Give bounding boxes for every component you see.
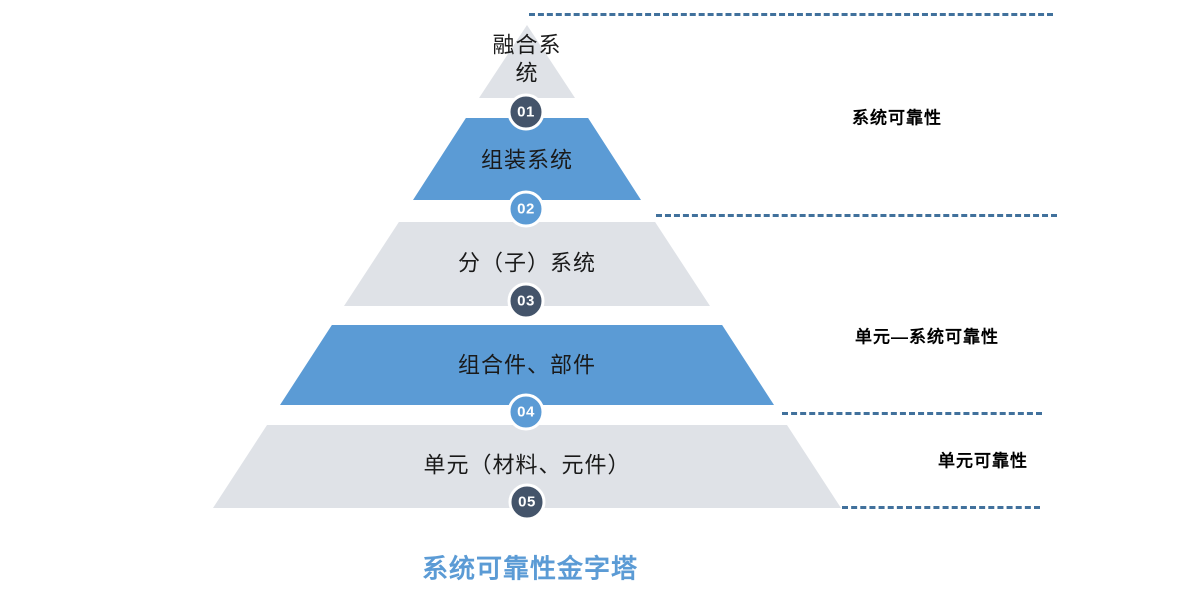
pyramid-level-4-shape <box>280 325 774 405</box>
dashed-divider-system <box>656 214 1057 217</box>
dashed-divider-top <box>529 13 1053 16</box>
badge-03: 03 <box>507 282 545 320</box>
badge-05: 05 <box>508 483 546 521</box>
side-label-unit-reliability: 单元可靠性 <box>938 451 1028 471</box>
diagram-title: 系统可靠性金字塔 <box>421 553 639 584</box>
pyramid-level-5-label: 单元（材料、元件） <box>423 452 631 478</box>
pyramid-level-4-label: 组合件、部件 <box>457 352 597 378</box>
side-label-unit-system-reliability: 单元—系统可靠性 <box>855 327 999 347</box>
dashed-divider-bottom <box>842 506 1040 509</box>
pyramid-level-2-label: 组装系统 <box>480 147 574 173</box>
pyramid-level-1-label: 融合系统 <box>492 32 562 86</box>
pyramid-level-3-label: 分（子）系统 <box>457 250 597 276</box>
side-label-system-reliability: 系统可靠性 <box>852 108 942 128</box>
dashed-divider-unit-system <box>782 412 1042 415</box>
badge-01: 01 <box>507 93 545 131</box>
badge-04: 04 <box>507 393 545 431</box>
badge-02: 02 <box>507 190 545 228</box>
